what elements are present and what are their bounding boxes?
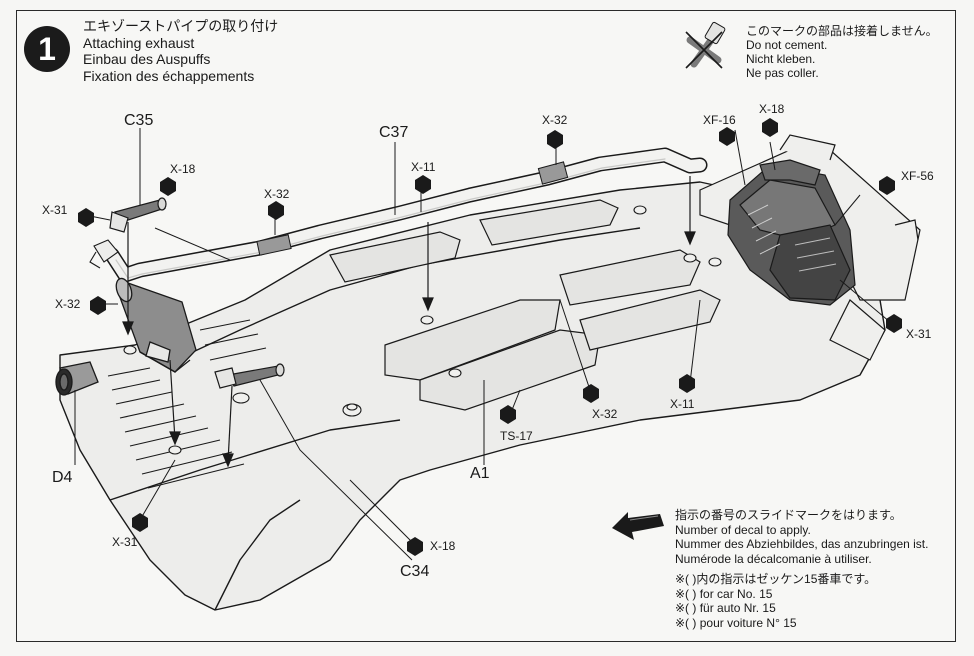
hexagon-pointer-icon xyxy=(547,130,563,149)
decal-label-ts17: TS-17 xyxy=(500,429,533,443)
hexagon-pointer-icon xyxy=(160,177,176,196)
part-label-a1: A1 xyxy=(470,465,490,482)
tail-pipe-d4 xyxy=(55,361,99,396)
pipe-bracket xyxy=(89,239,119,269)
decal-label-x32: X-32 xyxy=(542,113,568,127)
decal-label-x32: X-32 xyxy=(55,297,81,311)
assembly-arrows xyxy=(122,176,696,468)
no-cement-de: Nicht kleben. xyxy=(746,52,816,66)
title-de: Einbau des Auspuffs xyxy=(83,51,211,67)
hexagon-pointer-icon xyxy=(78,208,94,227)
hexagon-pointer-icon xyxy=(268,201,284,220)
title-jp: エキゾーストパイプの取り付け xyxy=(83,18,279,34)
decal-arrow-icon xyxy=(612,512,664,540)
part-label-d4: D4 xyxy=(52,469,73,486)
decal-note-en: Number of decal to apply. xyxy=(675,522,811,537)
decal-label-x32: X-32 xyxy=(592,407,618,421)
car-note-en: ※( ) for car No. 15 xyxy=(675,586,773,601)
pipe-joints xyxy=(256,161,569,256)
hexagon-pointer-icon xyxy=(762,118,778,137)
step-heading: エキゾーストパイプの取り付け Attaching exhaust Einbau … xyxy=(83,18,278,84)
hexagon-pointer-icon xyxy=(679,374,695,393)
decal-label-x18: X-18 xyxy=(430,539,456,553)
no-cement-fr: Ne pas coller. xyxy=(746,66,819,80)
decal-label-x18: X-18 xyxy=(759,102,785,116)
decal-note: 指示の番号のスライドマークをはります。 Number of decal to a… xyxy=(675,508,928,566)
part-label-c34: C34 xyxy=(400,563,429,580)
floor-bosses xyxy=(123,205,722,455)
hanger-c34 xyxy=(214,363,285,389)
hexagon-pointer-icon xyxy=(407,537,423,556)
hanger-c35 xyxy=(109,197,167,233)
decal-markers xyxy=(78,118,902,556)
decal-note-de: Nummer des Abziehbildes, das anzubringen… xyxy=(675,537,929,551)
leader-lines xyxy=(74,128,891,561)
no-cement-jp: このマークの部品は接着しません。 xyxy=(746,24,938,38)
title-fr: Fixation des échappements xyxy=(83,67,255,84)
step-number-badge: 1 xyxy=(24,26,70,72)
hexagon-pointer-icon xyxy=(879,176,895,195)
part-label-c35: C35 xyxy=(124,112,153,129)
hexagon-pointer-icon xyxy=(90,296,106,315)
decal-note-jp: 指示の番号のスライドマークをはります。 xyxy=(675,508,902,522)
decal-label-x11: X-11 xyxy=(411,160,436,174)
hexagon-pointer-icon xyxy=(583,384,599,403)
decal-label-xf56: XF-56 xyxy=(901,169,934,183)
hexagon-pointer-icon xyxy=(500,405,516,424)
part-label-c37: C37 xyxy=(379,124,408,141)
car-note-de: ※( ) für auto Nr. 15 xyxy=(675,601,776,615)
title-en: Attaching exhaust xyxy=(83,34,195,51)
hexagon-pointer-icon xyxy=(132,513,148,532)
decal-label-x11: X-11 xyxy=(670,397,695,411)
car-note-fr: ※( ) pour voiture N° 15 xyxy=(675,615,797,630)
decal-label-xf16: XF-16 xyxy=(703,113,736,127)
no-cement-icon xyxy=(685,21,726,69)
decal-label-x31: X-31 xyxy=(906,327,932,341)
exhaust-pipe-c37 xyxy=(104,147,708,283)
decal-note-fr: Numérode la décalcomanie à utiliser. xyxy=(675,551,872,566)
decal-label-x31: X-31 xyxy=(112,535,138,549)
car-number-note: ※( )内の指示はゼッケン15番車です。 ※( ) for car No. 15… xyxy=(675,572,876,630)
hexagon-pointer-icon xyxy=(719,127,735,146)
car-note-jp: ※( )内の指示はゼッケン15番車です。 xyxy=(675,572,877,586)
hexagon-pointer-icon xyxy=(886,314,902,333)
hexagon-pointer-icon xyxy=(415,175,431,194)
decal-label-x31: X-31 xyxy=(42,203,68,217)
no-cement-note: このマークの部品は接着しません。 Do not cement. Nicht kl… xyxy=(746,24,938,80)
no-cement-en: Do not cement. xyxy=(746,38,828,52)
engine-block xyxy=(727,159,856,306)
decal-label-x18: X-18 xyxy=(170,162,196,176)
decal-label-x32: X-32 xyxy=(264,187,290,201)
